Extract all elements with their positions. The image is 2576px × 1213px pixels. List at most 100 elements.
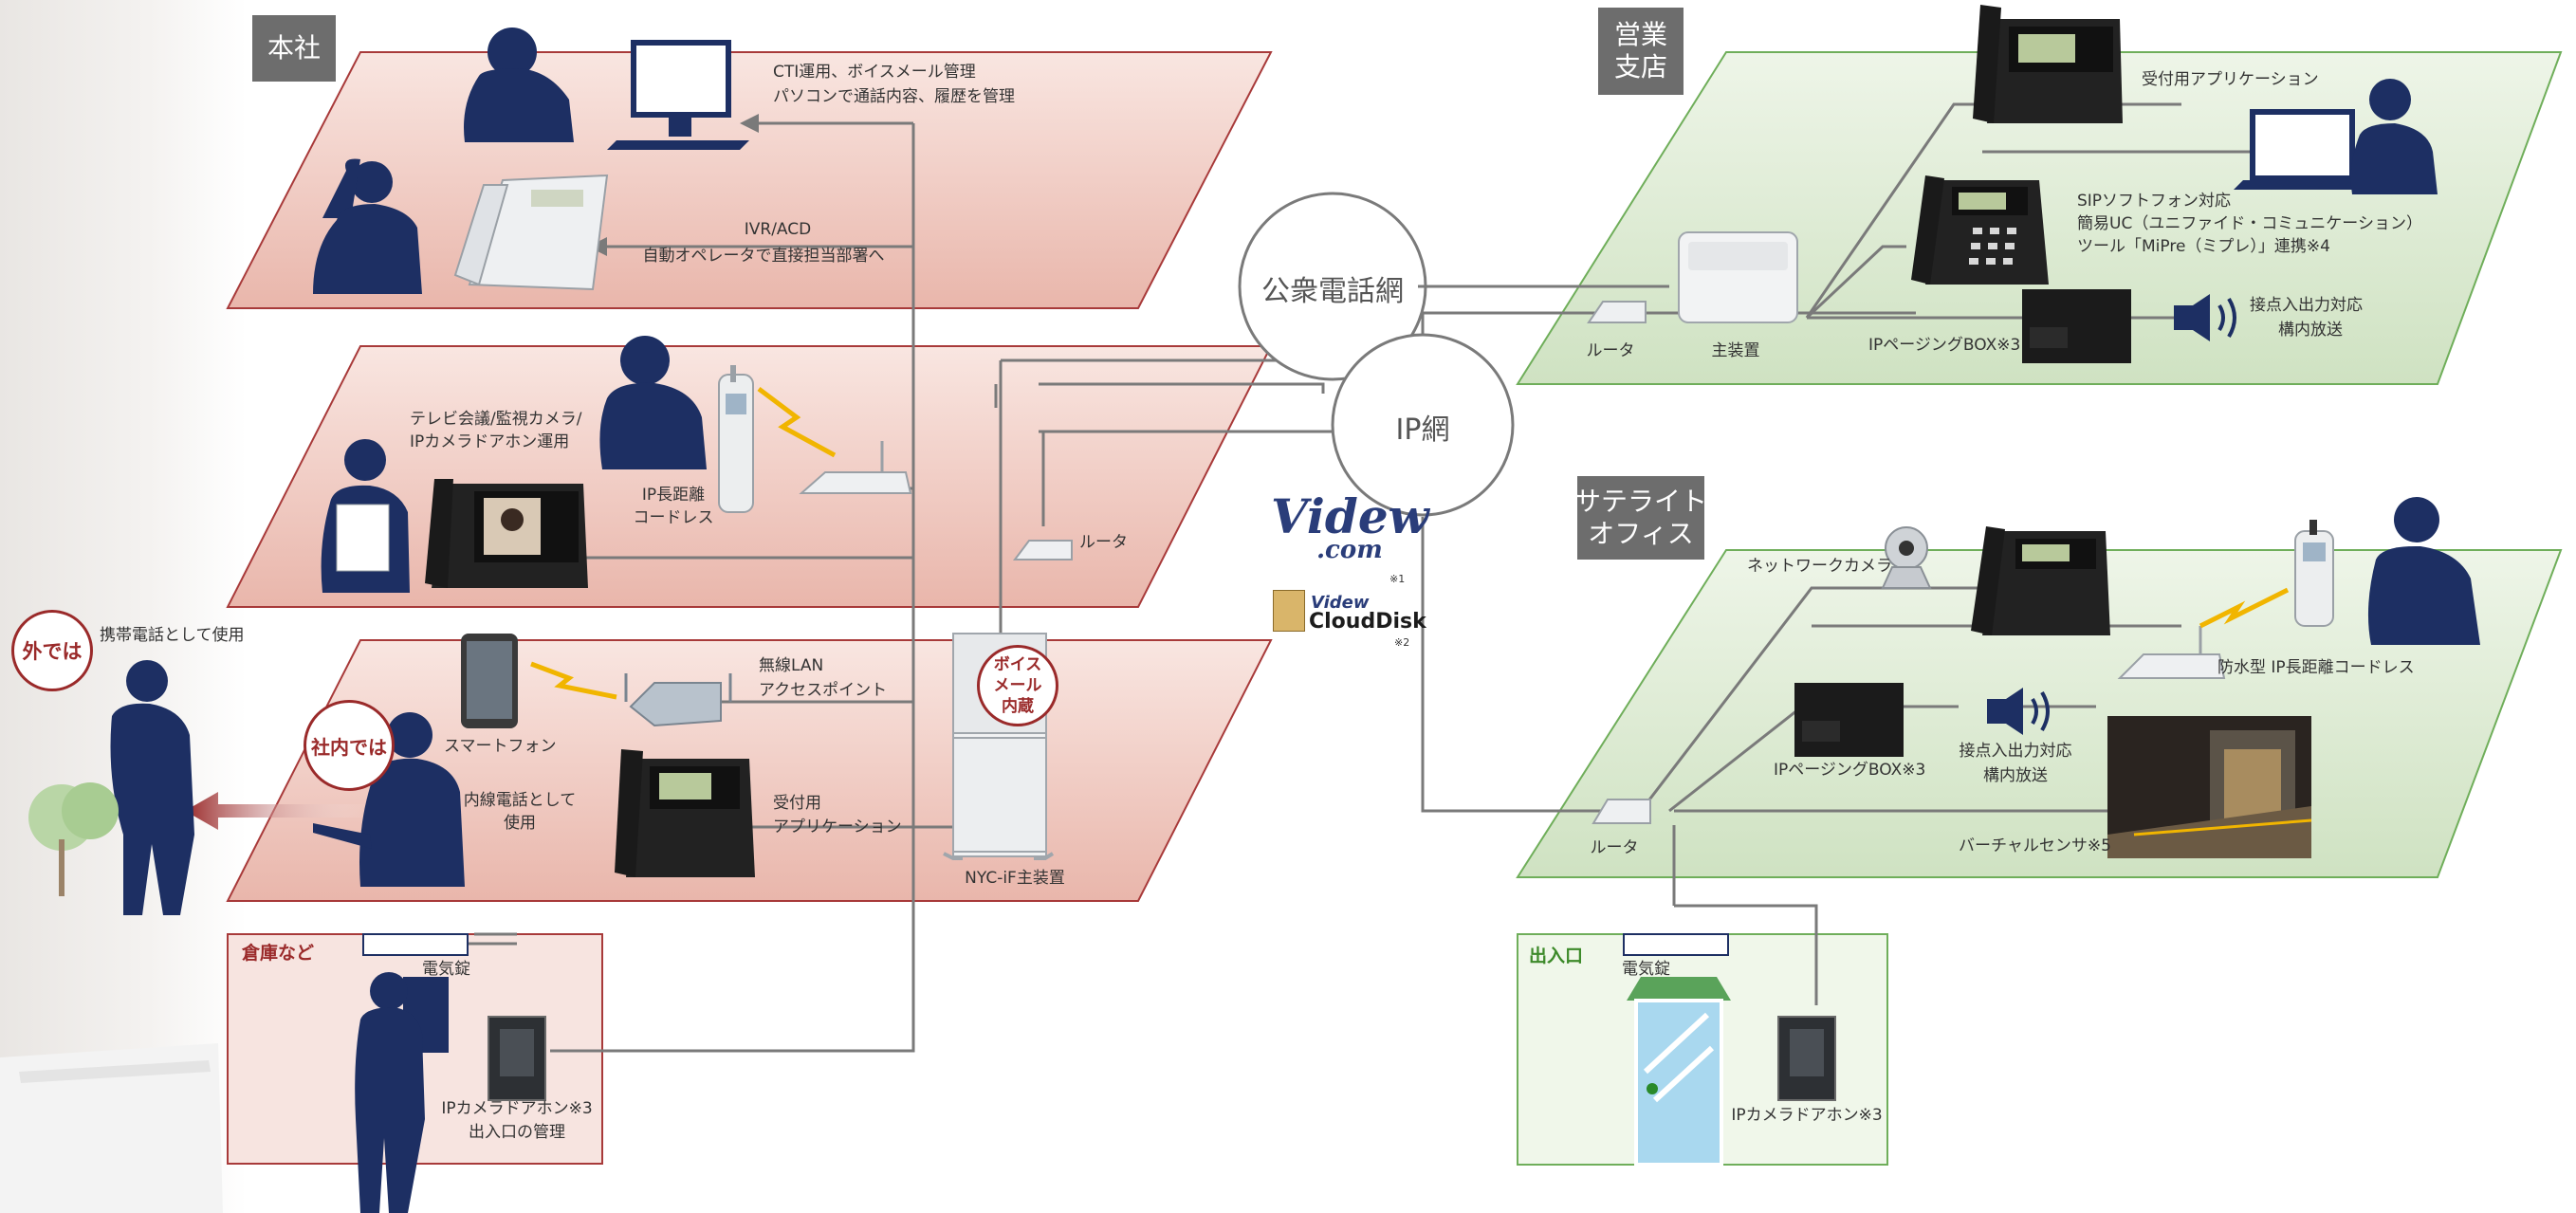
label-main-unit: NYC-iF主装置 [965, 869, 1065, 888]
clouddisk-box-icon [1273, 590, 1305, 632]
satellite-label-contact-2: 構内放送 [1983, 766, 2048, 785]
electric-lock-icon-2 [1623, 933, 1729, 956]
cordless-user-icon [599, 336, 707, 469]
satellite-label-virtual: バーチャルセンサ※5 [1959, 836, 2111, 855]
eigyo-main-unit-icon [1678, 231, 1798, 323]
operator-person-icon [464, 28, 574, 142]
label-extension-2: 使用 [504, 814, 536, 833]
eigyo-label-sip-3: ツール「MiPre（ミプレ）」連携※4 [2077, 237, 2330, 256]
label-extension-1: 内線電話として [463, 791, 577, 810]
eigyo-paging-box-icon [2022, 289, 2131, 363]
eigyo-label-contact-1: 接点入出力対応 [2250, 296, 2363, 315]
eigyo-label-contact-2: 構内放送 [2278, 321, 2343, 340]
laptop-icon [2234, 109, 2376, 190]
router-icon-hq [1013, 540, 1073, 561]
eigyo-label-paging: IPページングBOX※3 [1868, 336, 2021, 355]
smartphone-icon [461, 634, 518, 728]
label-cti-1: CTI運用、ボイスメール管理 [773, 63, 976, 82]
label-ivr-2: 自動オペレータで直接担当部署へ [642, 247, 885, 266]
access-point-icon-1 [799, 441, 912, 494]
ip-network-label: IP網 [1395, 414, 1450, 447]
entrance-door-icon [1627, 977, 1731, 1167]
label-wlan-1: 無線LAN [759, 656, 824, 675]
background-appliance [0, 1043, 223, 1213]
video-phone-icon [425, 479, 588, 588]
satellite-access-point-icon [2117, 626, 2226, 679]
eigyo-ip-phone-icon [1911, 175, 2049, 285]
pc-icon [607, 40, 749, 150]
label-cordless-1: IP長距離 [641, 486, 706, 505]
videw-logo: Videw [1271, 488, 1429, 544]
label-router-hq: ルータ [1079, 533, 1128, 552]
satellite-label-waterproof: 防水型 IP長距離コードレス [2217, 658, 2415, 677]
label-mobile-use: 携帯電話として使用 [100, 626, 245, 645]
warehouse-doorphone-2: 出入口の管理 [469, 1123, 565, 1142]
label-wlan-2: アクセスポイント [759, 681, 888, 700]
outside-person-icon [110, 660, 194, 915]
satellite-paging-box-icon [1794, 683, 1904, 757]
eigyo-label-reception-app: 受付用アプリケーション [2142, 70, 2319, 89]
label-reception-2: アプリケーション [773, 818, 902, 836]
eigyo-router-icon [1587, 301, 1647, 323]
access-point-icon-2 [624, 673, 732, 727]
label-video-1: テレビ会議/監視カメラ/ [410, 410, 582, 429]
label-ivr-1: IVR/ACD [744, 220, 812, 239]
virtual-sensor-photo [2107, 716, 2312, 858]
satellite-label-router: ルータ [1590, 838, 1639, 857]
document-icon [336, 504, 390, 572]
warehouse-title: 倉庫など [242, 943, 315, 964]
label-video-2: IPカメラドアホン運用 [410, 432, 570, 451]
label-cordless-2: コードレス [633, 508, 714, 527]
badge-inside: 社内では [304, 700, 395, 791]
desk-phone-white-icon [453, 174, 609, 291]
eigyo-label-main-unit: 主装置 [1711, 341, 1760, 360]
satellite-speaker-icon [1987, 688, 2050, 735]
section-tag-honsha: 本社 [252, 15, 336, 82]
eigyo-speaker-icon [2174, 294, 2236, 341]
clouddisk-note: ※2 [1394, 636, 1410, 649]
electric-lock-icon-1 [362, 933, 469, 956]
badge-voicemail: ボイス メール 内蔵 [977, 645, 1058, 726]
woman-person-icon [313, 158, 422, 294]
satellite-person-icon [2367, 497, 2480, 645]
insider-person-icon [313, 712, 465, 887]
satellite-label-paging: IPページングBOX※3 [1774, 761, 1926, 780]
ip-doorphone-icon-2 [1777, 1016, 1836, 1101]
waterproof-cordless-icon [2294, 520, 2334, 627]
clouddisk-logo: CloudDisk [1309, 610, 1426, 634]
signal-icon-1 [757, 387, 837, 458]
videw-logo-suffix: .com [1316, 536, 1383, 564]
entrance-doorphone-label: IPカメラドアホン※3 [1731, 1106, 1883, 1125]
satellite-router-icon [1592, 799, 1651, 824]
section-tag-eigyo: 営業 支店 [1598, 8, 1684, 95]
delivery-person-icon [355, 972, 449, 1213]
tree-icon [28, 782, 119, 896]
label-cti-2: パソコンで通話内容、履歴を管理 [773, 87, 1015, 106]
eigyo-label-sip-2: 簡易UC（ユニファイド・コミュニケーション） [2077, 214, 2422, 233]
eigyo-label-router: ルータ [1586, 341, 1635, 360]
satellite-label-contact-1: 接点入出力対応 [1959, 742, 2072, 761]
eigyo-desk-phone-icon [1973, 5, 2123, 123]
warehouse-lock-label: 電気錠 [422, 960, 470, 979]
eigyo-label-sip-1: SIPソフトフォン対応 [2077, 192, 2232, 211]
entrance-lock-label: 電気錠 [1622, 960, 1670, 979]
videw-note: ※1 [1389, 573, 1406, 585]
cordless-phone-icon [718, 365, 754, 513]
entrance-title: 出入口 [1529, 946, 1584, 966]
badge-outside: 外では [11, 610, 93, 691]
public-network-label: 公衆電話網 [1261, 275, 1404, 308]
ip-doorphone-icon-1 [488, 1016, 546, 1101]
background-wall [0, 0, 247, 1213]
signal-icon-3 [2199, 587, 2290, 629]
headset-person-icon [2350, 79, 2438, 194]
satellite-ip-phone-icon [1971, 526, 2110, 635]
satellite-label-netcam: ネットワークカメラ [1747, 557, 1892, 576]
label-smartphone: スマートフォン [444, 737, 557, 756]
section-tag-satellite: サテライト オフィス [1574, 476, 1707, 560]
reception-phone-icon [615, 749, 755, 877]
clouddisk-logo-top: Videw [1311, 593, 1370, 613]
signal-icon-2 [530, 661, 617, 700]
label-reception-1: 受付用 [773, 794, 821, 813]
network-camera-icon [1881, 526, 1932, 589]
